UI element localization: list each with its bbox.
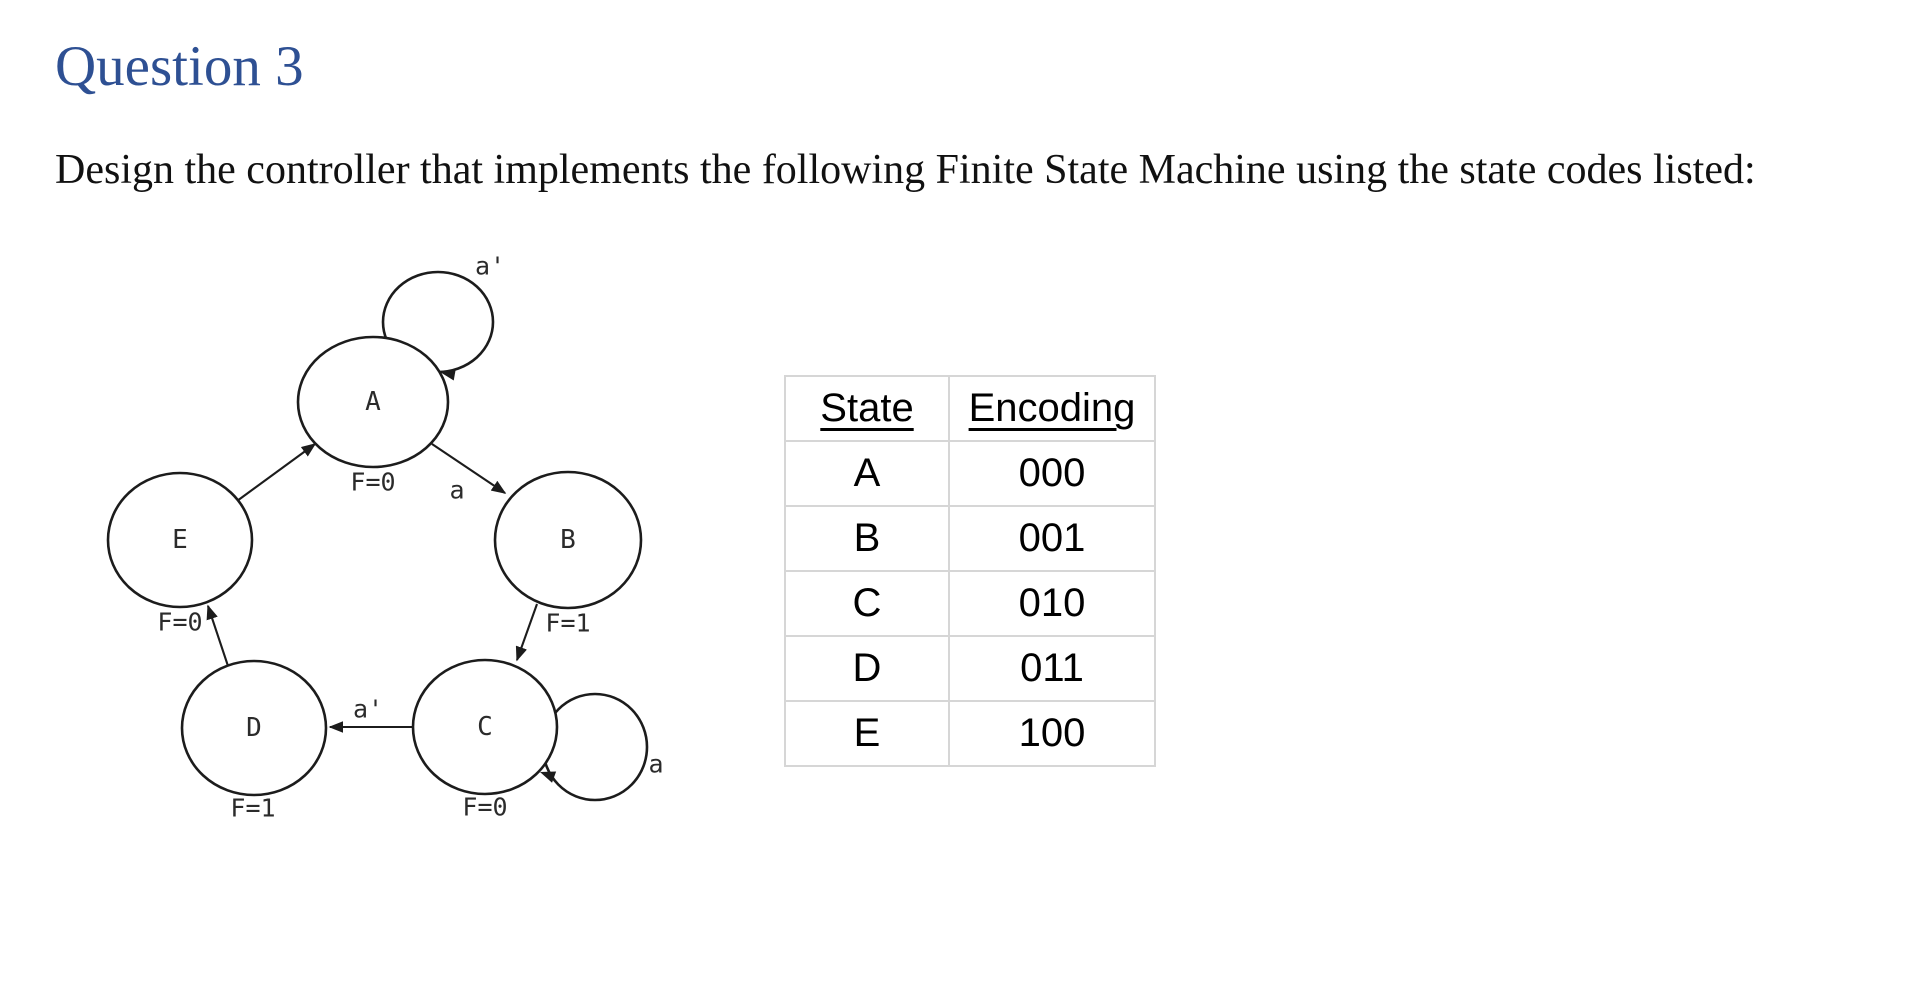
fsm-transition-D-E	[206, 604, 229, 667]
fsm-selfloop-arrowhead-C	[540, 771, 557, 783]
question-text: Design the controller that implements th…	[55, 147, 1756, 193]
fsm-transition-E-A	[236, 443, 317, 502]
fsm-label: a'	[353, 695, 383, 724]
encoding-cell: 011	[948, 635, 1156, 702]
fsm-label: a	[449, 476, 464, 505]
fsm-selfloop-C	[541, 692, 649, 802]
fsm-state-C	[411, 658, 559, 796]
fsm-state-label-E: E	[172, 525, 188, 555]
state-cell: A	[784, 440, 950, 507]
encoding-cell: 100	[948, 700, 1156, 767]
encoding-column-header: Encoding	[948, 375, 1156, 442]
encoding-cell: 010	[948, 570, 1156, 637]
fsm-label: F=0	[462, 793, 507, 822]
fsm-transition-B-C	[515, 603, 538, 662]
fsm-state-label-C: C	[477, 712, 493, 742]
fsm-state-label-B: B	[560, 525, 576, 555]
fsm-selfloop-arrowhead-A	[440, 368, 456, 381]
table-header-row: State Encoding	[784, 375, 1156, 442]
fsm-state-E	[106, 471, 254, 609]
fsm-label: F=1	[230, 794, 275, 823]
fsm-transition-A-B	[431, 443, 507, 494]
fsm-state-label-A: A	[365, 387, 381, 417]
fsm-label: F=0	[157, 608, 202, 637]
encoding-cell: 000	[948, 440, 1156, 507]
fsm-state-A	[296, 335, 450, 469]
fsm-state-B	[493, 470, 643, 610]
fsm-state-label-D: D	[246, 713, 262, 743]
encoding-cell: 001	[948, 505, 1156, 572]
fsm-label: a	[648, 750, 663, 779]
state-cell: D	[784, 635, 950, 702]
state-column-header: State	[784, 375, 950, 442]
state-cell: E	[784, 700, 950, 767]
state-cell: B	[784, 505, 950, 572]
fsm-label: F=1	[545, 609, 590, 638]
fsm-state-D	[180, 659, 328, 797]
fsm-label: F=0	[350, 468, 395, 497]
page-title: Question 3	[55, 35, 304, 98]
fsm-label: a'	[475, 252, 505, 281]
state-cell: C	[784, 570, 950, 637]
